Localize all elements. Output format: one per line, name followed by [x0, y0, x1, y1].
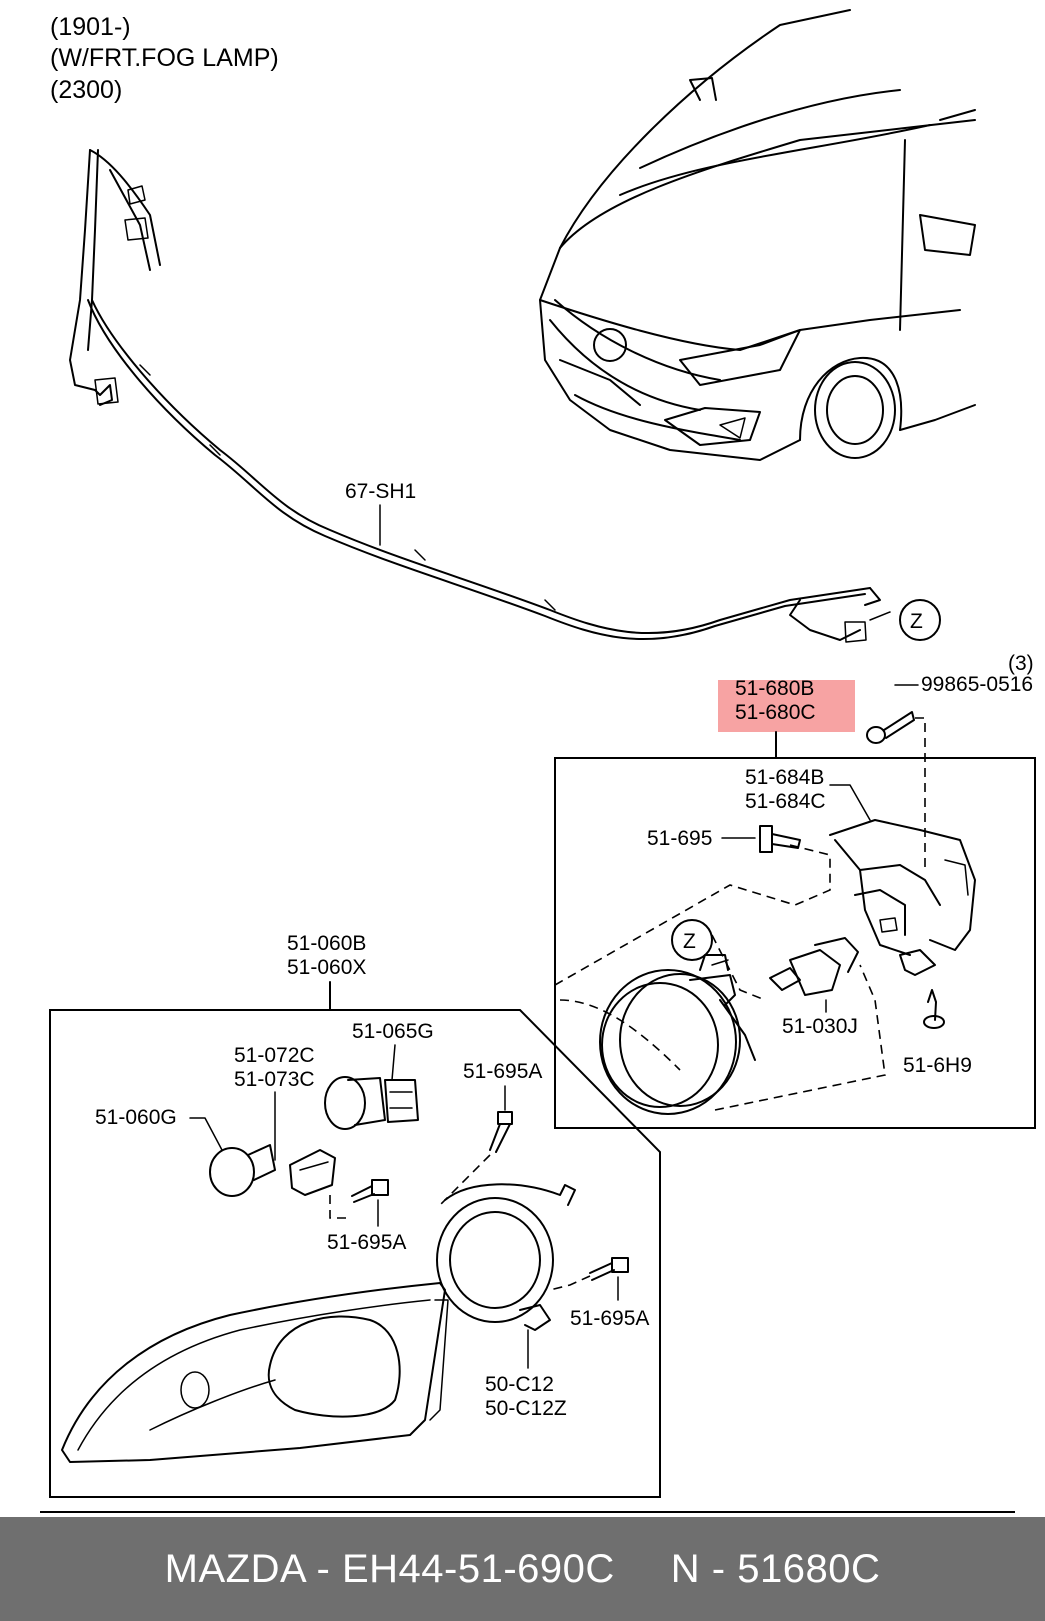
- bezel-illustration: [436, 1183, 576, 1331]
- fog-lamp-illustration: [599, 954, 756, 1115]
- leader-line: [189, 1117, 223, 1151]
- screw-a2-illustration: [351, 1179, 389, 1203]
- screw-a3-illustration: [589, 1257, 629, 1281]
- part-label-fog-assy-1: 51-680B: [735, 677, 814, 700]
- dashed-guide: [714, 964, 886, 1111]
- part-label-socket: 51-065G: [352, 1020, 434, 1043]
- part-label-socket-1: 51-072C: [234, 1044, 315, 1067]
- marker-z-circle: [899, 599, 941, 641]
- part-label-screw-a2: 51-695A: [327, 1231, 406, 1254]
- part-label-head-assy-1: 51-060B: [287, 932, 366, 955]
- bracket-illustration: [829, 819, 976, 976]
- dashed-guide: [549, 1275, 591, 1291]
- part-label-fog-assy-2: 51-680C: [735, 701, 816, 724]
- part-label-bulb-fog: 51-030J: [782, 1015, 858, 1038]
- part-label-bezel-1: 50-C12: [485, 1373, 554, 1396]
- part-label-head-assy-2: 51-060X: [287, 956, 366, 979]
- footer-part-number: MAZDA - EH44-51-690C: [164, 1546, 615, 1591]
- marker-z-mid: Z: [683, 930, 696, 953]
- headlamp-box: [49, 1009, 661, 1498]
- clip-illustration: [923, 989, 945, 1029]
- fog-bulb-illustration: [769, 937, 859, 996]
- leader-line: [829, 784, 871, 821]
- socket-illustration: [324, 1076, 419, 1130]
- header-option: (W/FRT.FOG LAMP): [50, 44, 279, 72]
- marker-z-circle: [671, 919, 713, 961]
- dashed-guide: [559, 999, 681, 1071]
- part-label-screw-a3: 51-695A: [570, 1307, 649, 1330]
- dashed-guide: [915, 717, 926, 870]
- leader-line: [391, 1044, 396, 1081]
- part-label-harness: 67-SH1: [345, 480, 416, 503]
- footer-bar: MAZDA - EH44-51-690C N - 51680C: [0, 1517, 1045, 1621]
- socket-holder-illustration: [289, 1149, 336, 1196]
- car-front-illustration: [539, 9, 976, 461]
- bulb-illustration: [209, 1144, 276, 1197]
- bolt-illustration: [759, 825, 801, 853]
- screw-a1-illustration: [489, 1111, 513, 1153]
- header-years: (1901-): [50, 13, 131, 41]
- dashed-guide: [711, 934, 766, 1001]
- part-label-bezel-2: 50-C12Z: [485, 1397, 567, 1420]
- part-qty: (3): [1008, 652, 1034, 675]
- part-label-bulb: 51-060G: [95, 1106, 177, 1129]
- marker-z-top: Z: [910, 610, 923, 633]
- dashed-guide: [554, 844, 831, 986]
- header-code: (2300): [50, 76, 122, 104]
- part-label-bolt: 51-695: [647, 827, 712, 850]
- part-label-bracket-2: 51-684C: [745, 790, 826, 813]
- fog-lamp-box: [554, 757, 1036, 1129]
- screw-illustration: [866, 711, 915, 744]
- harness-illustration: [69, 149, 891, 643]
- dashed-guide: [329, 1195, 348, 1219]
- part-label-socket-2: 51-073C: [234, 1068, 315, 1091]
- part-label-clip: 51-6H9: [903, 1054, 972, 1077]
- headlamp-illustration: [61, 1282, 449, 1463]
- part-label-screw-a1: 51-695A: [463, 1060, 542, 1083]
- highlight-box: [718, 680, 855, 732]
- footer-n-number: N - 51680C: [670, 1546, 881, 1591]
- part-label-bracket-1: 51-684B: [745, 766, 824, 789]
- part-label-screw: 99865-0516: [921, 673, 1033, 696]
